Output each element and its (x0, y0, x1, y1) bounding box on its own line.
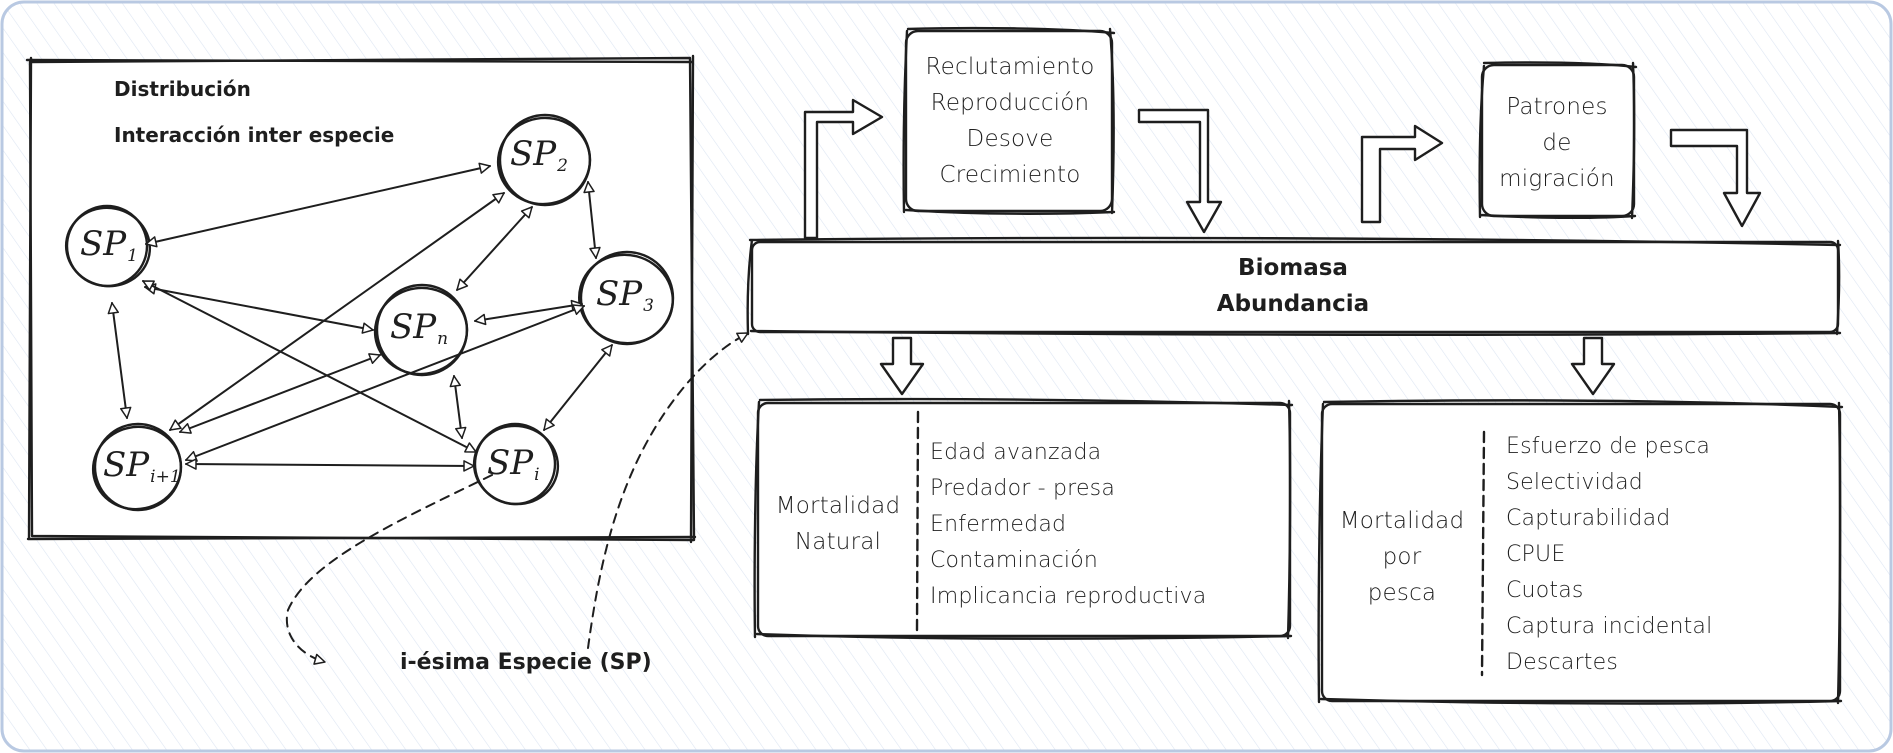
arrow-up-to-patrones (1360, 124, 1444, 224)
abundance-title: Abundancia (1216, 291, 1370, 317)
species-pointer-lines (285, 332, 749, 665)
pointer-curve-to-label (285, 474, 493, 665)
natural-label-line-2: Natural (794, 529, 882, 555)
reclutamiento-line-1: Reclutamiento (925, 54, 1095, 80)
pesca-label-line-1: Mortalidad (1339, 508, 1465, 534)
biomass-title: Biomasa (1238, 255, 1348, 281)
species-label-spn: SPn (390, 307, 449, 349)
pesca-item: Descartes (1506, 650, 1618, 675)
patrones-line-1: Patrones (1506, 94, 1608, 120)
reclutamiento-line-3: Desove (966, 126, 1054, 152)
edge-spi-spi1 (185, 458, 475, 472)
patrones-line-2: de (1542, 130, 1572, 156)
arrow-down-to-natural (879, 336, 925, 396)
arrow-up-to-reclutamiento (803, 98, 884, 240)
reclutamiento-line-4: Crecimiento (939, 162, 1081, 188)
edge-spn-spi1 (179, 353, 381, 434)
pesca-item: Captura incidental (1506, 614, 1713, 639)
interaction-edges (107, 162, 613, 472)
edge-sp2-sp3 (583, 181, 601, 259)
natural-item: Implicancia reproductiva (930, 584, 1207, 609)
natural-item: Contaminación (930, 548, 1099, 573)
arrow-down-from-reclutamiento (1137, 108, 1223, 234)
species-pointer-label: i-ésima Especie (SP) (400, 650, 652, 675)
species-node-sp3 (577, 250, 675, 346)
edge-spn-spi (449, 375, 467, 439)
natural-divider (915, 410, 920, 632)
pesca-item: CPUE (1506, 542, 1566, 567)
pesca-item: Esfuerzo de pesca (1506, 434, 1711, 459)
species-node-sp2 (496, 113, 592, 207)
panel-title-interaccion: Interacción inter especie (114, 123, 395, 147)
pesca-item: Selectividad (1506, 470, 1643, 495)
arrow-down-to-pesca (1570, 336, 1616, 396)
arrow-down-from-patrones (1669, 128, 1762, 228)
natural-label-line-1: Mortalidad (775, 493, 901, 519)
mortality-pesca-box (1317, 399, 1844, 705)
panel-title-distribucion: Distribución (114, 77, 251, 101)
process-box-patrones (1478, 61, 1638, 220)
pesca-item: Cuotas (1506, 578, 1584, 603)
reclutamiento-line-2: Reproducción (930, 90, 1090, 116)
biomass-bar-box (746, 236, 1842, 336)
patrones-line-3: migración (1499, 166, 1615, 192)
species-node-sp1 (64, 204, 152, 288)
pesca-divider (1480, 430, 1486, 677)
edge-sp3-spi1 (185, 304, 585, 462)
flow-arrows (803, 98, 1762, 396)
edge-sp1-spi1 (107, 302, 132, 419)
species-label-spi1: SPi+1 (103, 445, 181, 487)
pesca-item: Capturabilidad (1506, 506, 1671, 531)
natural-item: Predador - presa (930, 476, 1116, 501)
species-label-sp3: SP3 (596, 274, 654, 316)
pointer-curve-to-biomass (587, 332, 749, 649)
pesca-label-line-2: por (1382, 544, 1422, 570)
natural-item: Edad avanzada (930, 440, 1102, 465)
species-label-sp1: SP1 (80, 224, 138, 266)
process-box-reclutamiento (902, 26, 1116, 215)
natural-item: Enfermedad (930, 512, 1067, 537)
pesca-label-line-3: pesca (1367, 580, 1437, 606)
species-label-spi: SPi (487, 443, 540, 485)
mortality-natural-box (753, 397, 1294, 640)
species-label-sp2: SP2 (510, 134, 568, 176)
